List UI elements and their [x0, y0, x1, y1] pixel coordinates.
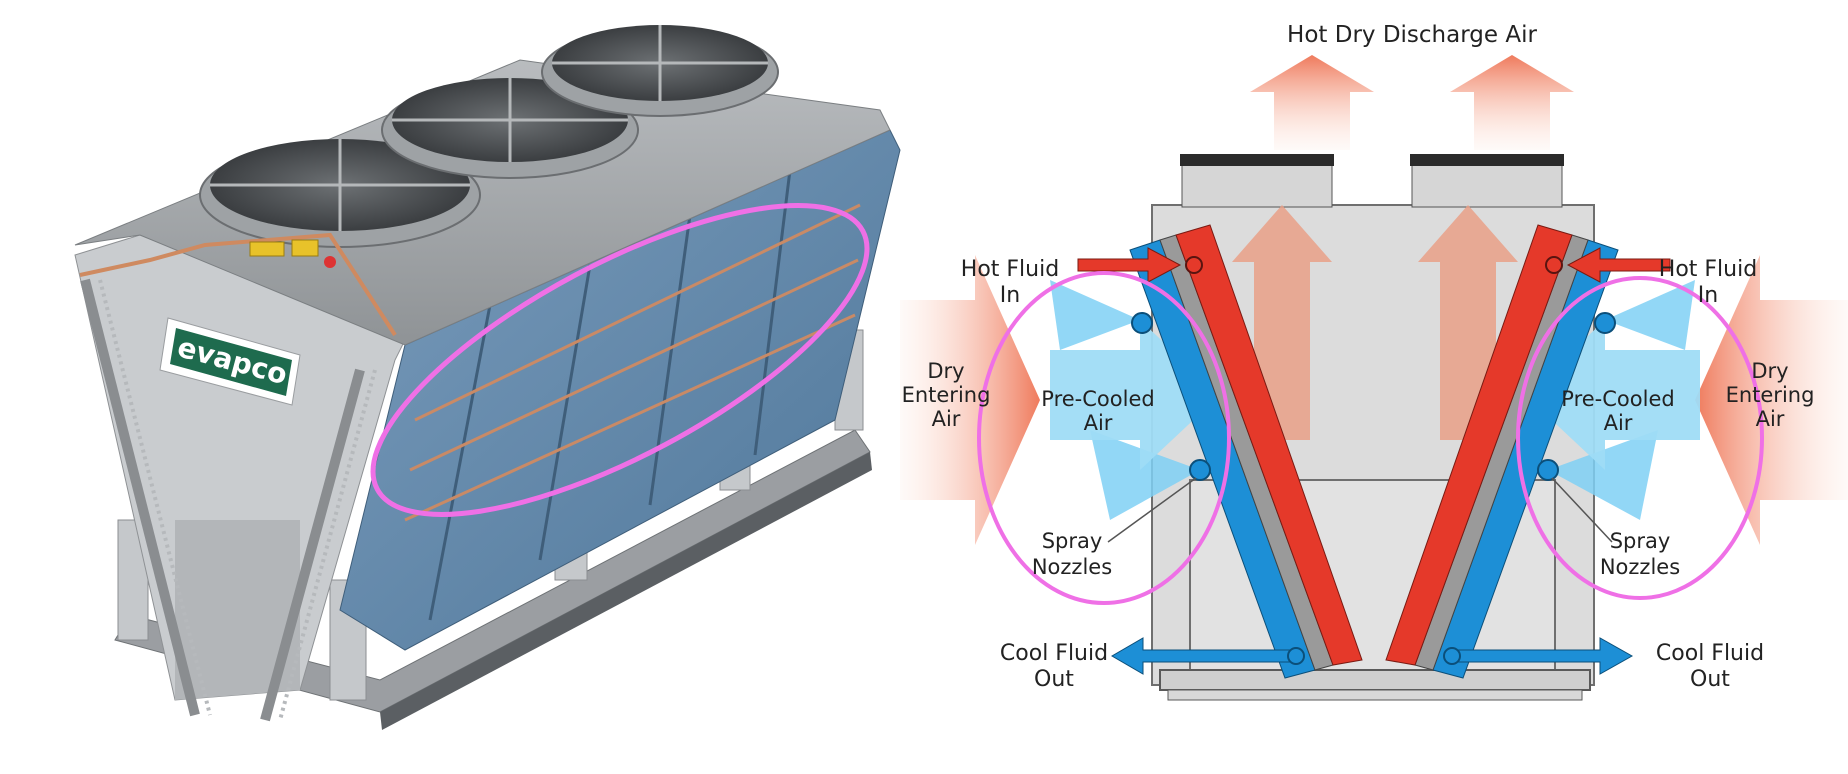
label-dry-entering-left: Entering	[902, 383, 991, 407]
nozzle	[1537, 459, 1559, 481]
spray-cone-right	[1548, 430, 1658, 520]
panel-divider	[538, 264, 592, 561]
base-rail	[1167, 689, 1583, 701]
valve-handle	[324, 256, 336, 268]
hot-fluid-in-arrow-left	[1077, 247, 1182, 283]
roof	[74, 59, 891, 346]
fan	[199, 139, 481, 248]
cool-fluid-out-arrow-left	[1111, 637, 1291, 675]
panel-divider	[428, 304, 492, 621]
label-dry-entering-right: Dry	[1751, 359, 1788, 383]
spray-cone-left	[1090, 430, 1200, 520]
cool-fluid-out-arrow-right	[1457, 637, 1634, 675]
entering-air-arrow-left	[900, 255, 1040, 545]
spray-header	[409, 258, 859, 472]
spray-header	[404, 313, 856, 522]
spray-cone-right	[1605, 280, 1695, 350]
header-dot	[1545, 256, 1563, 274]
entering-air-arrow-right	[1695, 255, 1848, 545]
label-dry-entering-right: Entering	[1726, 383, 1815, 407]
label-cool-fluid-out-right: Cool Fluid	[1656, 641, 1764, 666]
coil-hot-right	[1385, 224, 1573, 666]
end-panel-shadow	[175, 520, 300, 700]
label-spray-nozzles-right: Nozzles	[1600, 555, 1680, 579]
fan	[541, 25, 779, 117]
label-cool-fluid-out-left: Out	[1034, 667, 1074, 692]
label-pre-cooled-left: Pre-Cooled	[1041, 387, 1154, 411]
valve	[249, 241, 285, 257]
highlight-ellipse	[370, 203, 870, 517]
label-spray-nozzles-right: Spray	[1610, 529, 1671, 553]
dry-cooler-photo: evapco	[74, 25, 901, 730]
header-dot	[1287, 647, 1305, 665]
panel-divider	[648, 214, 692, 506]
label-pre-cooled-right: Air	[1604, 411, 1633, 435]
label-spray-nozzles-left: Nozzles	[1032, 555, 1112, 579]
highlight-ellipse-left	[977, 271, 1231, 605]
header-dot	[1443, 647, 1461, 665]
spray-leader-right	[1551, 477, 1613, 543]
discharge-arrow	[1250, 55, 1374, 150]
nozzle	[1131, 312, 1153, 334]
header-pipe	[260, 368, 365, 722]
label-dry-entering-right: Air	[1756, 407, 1785, 431]
copper-pipe	[79, 232, 397, 337]
valve	[291, 239, 319, 257]
hot-fluid-in-arrow-right	[1566, 247, 1671, 283]
nozzle	[1594, 312, 1616, 334]
fan-hood	[1410, 154, 1564, 208]
label-pre-cooled-right: Pre-Cooled	[1561, 387, 1674, 411]
nozzle	[1189, 459, 1211, 481]
base-plate	[1159, 669, 1591, 691]
label-hot-fluid-in-right: Hot Fluid	[1659, 257, 1757, 282]
schematic: Hot Dry Discharge Air Hot Fluid In Hot F…	[900, 22, 1848, 701]
header-pipe	[80, 278, 200, 717]
coil-hot-left	[1175, 224, 1363, 666]
highlight-ellipse-right	[1516, 276, 1764, 600]
header-dot	[1185, 256, 1203, 274]
spray-leader-left	[1107, 477, 1197, 543]
spray-header	[414, 203, 861, 422]
discharge-arrow	[1450, 55, 1574, 150]
header-pipe	[278, 369, 377, 721]
header-pipe	[98, 279, 212, 716]
spray-cone-left	[1050, 280, 1140, 350]
label-pre-cooled-left: Air	[1084, 411, 1113, 435]
label-cool-fluid-out-right: Out	[1690, 667, 1730, 692]
panel-divider	[753, 169, 792, 456]
label-cool-fluid-out-left: Cool Fluid	[1000, 641, 1108, 666]
label-dry-entering-left: Air	[932, 407, 961, 431]
label-spray-nozzles-left: Spray	[1042, 529, 1103, 553]
label-discharge: Hot Dry Discharge Air	[1287, 22, 1537, 48]
label-hot-fluid-in-right: In	[1698, 283, 1718, 308]
fan-hood	[1180, 154, 1334, 208]
label-hot-fluid-in-left: Hot Fluid	[961, 257, 1059, 282]
base-rail	[380, 452, 872, 730]
label-dry-entering-left: Dry	[927, 359, 964, 383]
label-hot-fluid-in-left: In	[1000, 283, 1020, 308]
